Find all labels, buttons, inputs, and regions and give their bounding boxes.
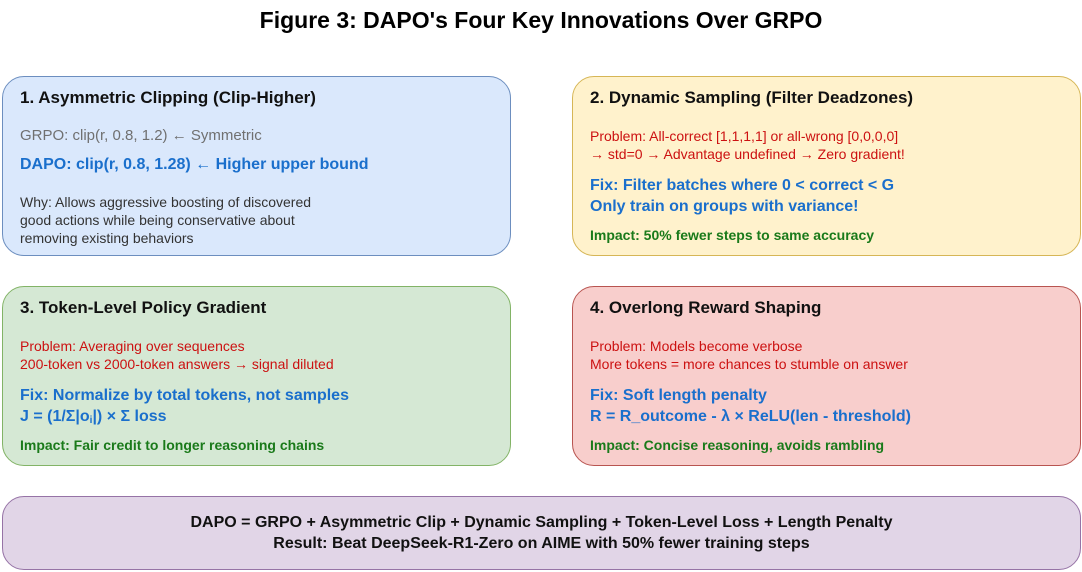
problem-line: Problem: Models become verbose (590, 338, 803, 354)
asymmetric-clipping-box: 1. Asymmetric Clipping (Clip-Higher) GRP… (2, 76, 511, 256)
problem-line: Problem: All-correct [1,1,1,1] or all-wr… (590, 128, 899, 144)
grpo-clip-line: GRPO: clip(r, 0.8, 1.2) ← Symmetric (20, 127, 262, 144)
token-level-gradient-box: 3. Token-Level Policy Gradient Problem: … (2, 286, 511, 466)
dynamic-sampling-box: 2. Dynamic Sampling (Filter Deadzones) P… (572, 76, 1081, 256)
formula-line: R = R_outcome - λ × ReLU(len - threshold… (590, 408, 911, 425)
box-heading: 1. Asymmetric Clipping (Clip-Higher) (20, 88, 316, 107)
box-heading: 2. Dynamic Sampling (Filter Deadzones) (590, 88, 914, 107)
dapo-clip-line: DAPO: clip(r, 0.8, 1.28) ← Higher upper … (20, 156, 369, 173)
impact-line: Impact: Fair credit to longer reasoning … (20, 437, 325, 453)
problem-line: 200-token vs 2000-token answers → signal… (20, 356, 334, 372)
summary-line: DAPO = GRPO + Asymmetric Clip + Dynamic … (190, 514, 893, 531)
fix-line: Fix: Normalize by total tokens, not samp… (20, 387, 349, 404)
formula-prefix: J = (1/Σ|o (20, 408, 90, 425)
impact-line: Impact: Concise reasoning, avoids rambli… (590, 437, 885, 453)
formula-suffix: |) × Σ loss (92, 408, 167, 425)
figure-title: Figure 3: DAPO's Four Key Innovations Ov… (259, 7, 823, 33)
summary-line: Result: Beat DeepSeek-R1-Zero on AIME wi… (273, 535, 810, 552)
formula-line: J = (1/Σ|oi|) × Σ loss (20, 408, 167, 426)
overlong-reward-box: 4. Overlong Reward Shaping Problem: Mode… (572, 286, 1081, 466)
fix-line: Only train on groups with variance! (590, 198, 859, 215)
problem-line: More tokens = more chances to stumble on… (590, 356, 908, 372)
summary-box: DAPO = GRPO + Asymmetric Clip + Dynamic … (2, 496, 1081, 570)
formula-subscript: i (89, 415, 93, 426)
why-line: removing existing behaviors (20, 230, 194, 246)
box-heading: 3. Token-Level Policy Gradient (20, 298, 267, 317)
fix-line: Fix: Soft length penalty (590, 387, 767, 404)
problem-line: → std=0 → Advantage undefined → Zero gra… (590, 146, 905, 162)
box-heading: 4. Overlong Reward Shaping (590, 298, 822, 317)
why-line: good actions while being conservative ab… (20, 212, 295, 228)
fix-line: Fix: Filter batches where 0 < correct < … (590, 177, 895, 194)
impact-line: Impact: 50% fewer steps to same accuracy (590, 227, 875, 243)
why-line: Why: Allows aggressive boosting of disco… (20, 194, 312, 210)
problem-line: Problem: Averaging over sequences (20, 338, 245, 354)
